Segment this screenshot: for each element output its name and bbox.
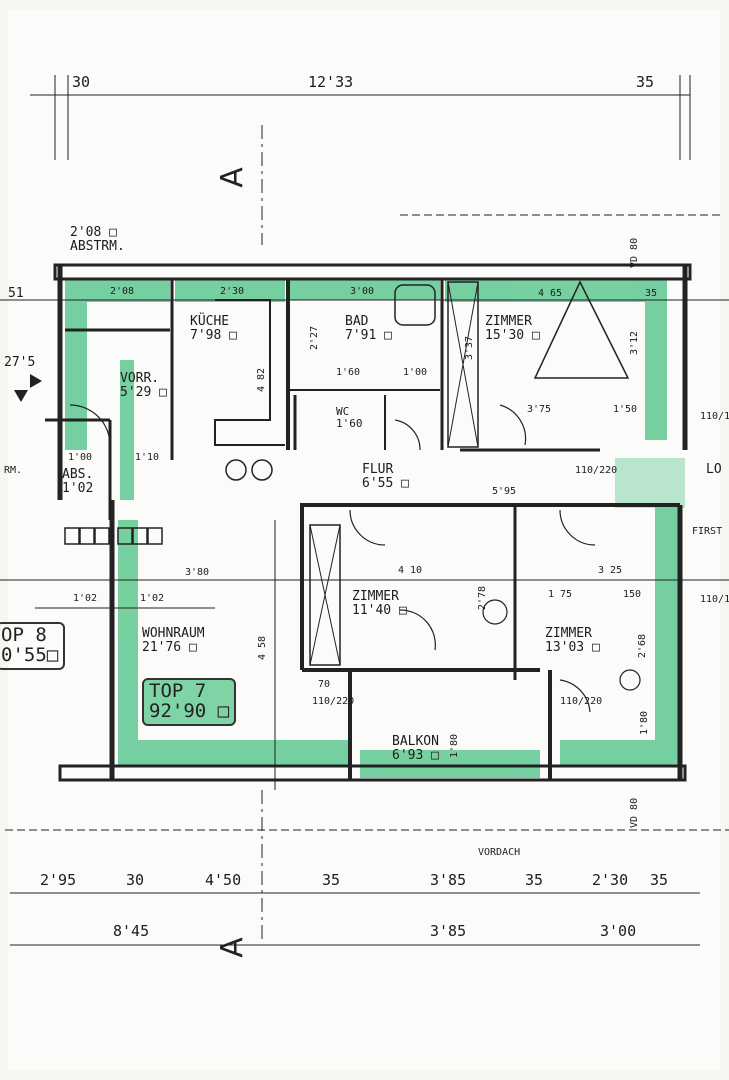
dim: 4 65 [538,288,563,299]
dim-top-total: 12'33 [308,73,354,91]
dim: VD 80 [629,237,640,268]
dim: 2'68 [637,633,648,658]
green-highlight [65,280,685,778]
dim: 70 [318,679,331,690]
entrance-arrow-icon [30,374,42,388]
label-vordach: VORDACH [478,847,521,858]
dim-bottom-total: 8'45 [113,922,150,940]
dim: 1'10 [135,452,160,463]
dim: 1 75 [548,589,573,600]
dim: 110/220 [312,696,355,707]
dim: 1'02 [140,593,165,604]
dim: 1'80 [449,733,460,758]
dim-bottom-total: 3'00 [600,922,637,940]
dim-bottom: 4'50 [205,871,242,889]
dim: 3'37 [464,335,475,360]
label-rm: RM. [4,465,23,476]
dim-bottom: 35 [650,871,669,889]
dim-bottom: 30 [126,871,145,889]
dim: 1'80 [639,710,650,735]
dim-bottom: 2'95 [40,871,77,889]
dim: 1'60 [336,367,361,378]
room-vorr: VORR.5'29 □ [120,371,167,401]
walls [0,75,729,946]
dim: 1'00 [68,452,93,463]
dim-27-5: 27'5 [4,355,36,370]
dim-top-right: 35 [636,73,655,91]
dim-top-left: 30 [72,73,91,91]
dim-bottom: 35 [525,871,544,889]
section-marker-bottom: A [214,937,250,958]
dim-bottom: 2'30 [592,871,629,889]
dim: 1'02 [73,593,98,604]
dim: 2'78 [477,585,488,610]
dim: 110/130 [700,594,729,605]
dim: 3 25 [598,565,623,576]
dim: 3'12 [629,330,640,355]
dim-bottom: 35 [322,871,341,889]
label-first: FIRST [692,526,723,537]
dim: 2'27 [309,325,320,350]
dim: 1'00 [403,367,428,378]
dim: 5'95 [492,486,517,497]
dim: 110/220 [575,465,618,476]
dim: 4 58 [257,635,268,660]
section-marker-top: A [214,167,250,188]
dim: 3'75 [527,404,552,415]
room-abs: ABS.1'02 [62,467,94,497]
dim: 4 82 [256,367,267,392]
dim: VD 80 [629,797,640,828]
dim-51: 51 [8,286,24,301]
dim: 2'08 [110,286,135,297]
dim: 110/130 [700,411,729,422]
label-lo: LO [706,462,722,477]
entrance-arrow-down-icon [14,390,28,402]
dim: 1'50 [613,404,638,415]
dim-bottom-total: 3'85 [430,922,467,940]
dim: 110/220 [560,696,603,707]
dim: 2'30 [220,286,245,297]
room-abstrm: 2'08 □ABSTRM. [70,225,125,255]
dim: 35 [645,288,658,299]
dim: 3'00 [350,286,375,297]
dim-bottom: 3'85 [430,871,467,889]
dim: 150 [623,589,642,600]
dim: 3'80 [185,567,210,578]
dim: 4 10 [398,565,423,576]
